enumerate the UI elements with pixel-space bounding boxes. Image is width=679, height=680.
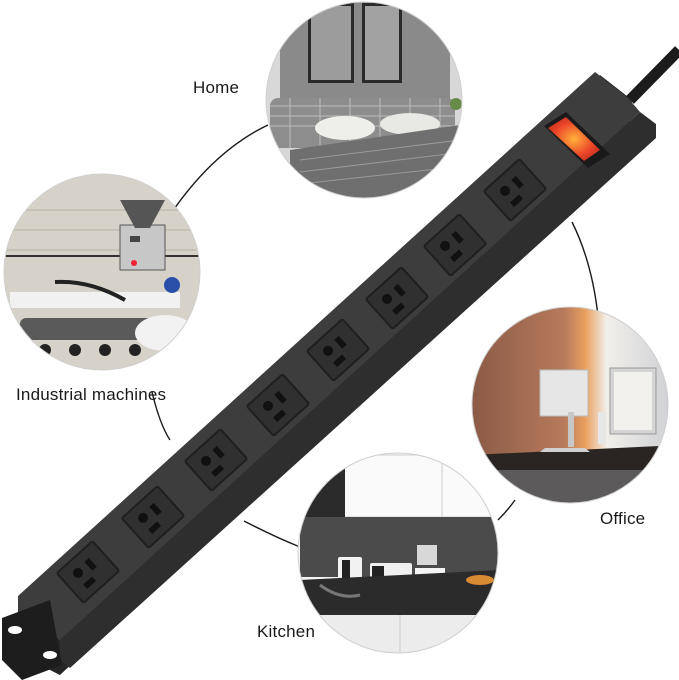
office-scene-image	[472, 307, 668, 503]
label-home: Home	[193, 78, 240, 97]
mounting-bracket-icon	[2, 600, 62, 680]
outlet-icon[interactable]	[306, 318, 370, 382]
label-office: Office	[600, 509, 646, 528]
home-scene-image	[266, 2, 462, 198]
kitchen-scene-image	[298, 453, 498, 653]
label-industrial-machines: Industrial machines	[16, 385, 167, 404]
outlet-icon[interactable]	[121, 485, 185, 549]
connector-lines	[151, 124, 599, 548]
power-switch-icon[interactable]	[544, 112, 610, 168]
outlet-icon[interactable]	[483, 158, 547, 222]
industrial-scene-image	[4, 174, 200, 370]
outlet-icon[interactable]	[423, 213, 487, 277]
power-cord	[626, 46, 679, 104]
outlet-icon[interactable]	[56, 540, 120, 604]
outlet-icon[interactable]	[184, 428, 248, 492]
outlet-icon[interactable]	[365, 266, 429, 330]
label-kitchen: Kitchen	[257, 622, 316, 641]
outlets	[56, 158, 547, 604]
outlet-icon[interactable]	[246, 373, 310, 437]
